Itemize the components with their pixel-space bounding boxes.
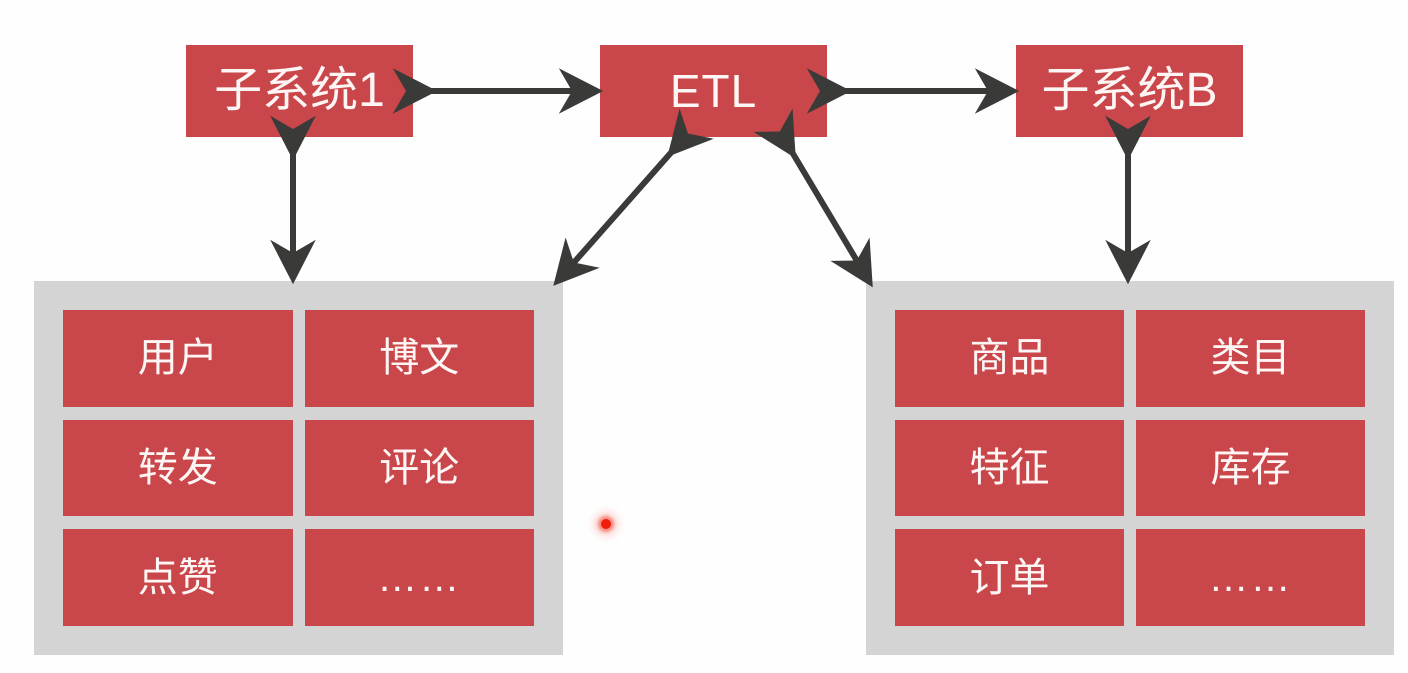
right-store-cell-product[interactable]: 商品 [895,310,1124,407]
group-left-store: 用户 博文 转发 评论 点赞 …… [34,281,563,655]
left-store-cell-more[interactable]: …… [304,529,534,626]
left-store-cell-comment[interactable]: 评论 [304,419,534,517]
cursor-highlight-dot [601,519,611,529]
right-store-cell-category[interactable]: 类目 [1136,310,1365,407]
right-store-cell-order[interactable]: 订单 [895,529,1124,626]
left-store-cell-user-label: 用户 [137,336,218,381]
left-store-cell-like[interactable]: 点赞 [63,529,293,626]
right-store-cell-more-label: …… [1208,555,1293,600]
arrow-etl-right-store [753,108,873,288]
left-store-cell-repost-label: 转发 [137,445,218,490]
left-store-grid: 用户 博文 转发 评论 点赞 …… [63,310,534,626]
right-store-cell-feature-label: 特征 [969,445,1050,490]
left-store-cell-post-label: 博文 [379,336,460,381]
node-etl[interactable]: ETL [600,45,827,137]
right-store-cell-product-label: 商品 [969,336,1050,381]
left-store-cell-post[interactable]: 博文 [304,310,534,407]
node-etl-label: ETL [669,65,758,117]
right-store-cell-inventory[interactable]: 库存 [1136,419,1365,517]
left-store-cell-more-label: …… [377,555,462,600]
node-subsystem1[interactable]: 子系统1 [186,45,413,137]
arrow-etl-left-store [553,108,714,286]
right-store-cell-more[interactable]: …… [1136,529,1365,626]
right-store-cell-feature[interactable]: 特征 [895,419,1124,517]
left-store-cell-user[interactable]: 用户 [63,310,293,407]
right-store-cell-order-label: 订单 [969,555,1050,600]
right-store-cell-inventory-label: 库存 [1210,445,1291,490]
node-subsystem1-label: 子系统1 [214,64,385,117]
right-store-cell-category-label: 类目 [1210,336,1291,381]
right-store-grid: 商品 类目 特征 库存 订单 …… [895,310,1365,626]
group-right-store: 商品 类目 特征 库存 订单 …… [866,281,1394,655]
left-store-cell-like-label: 点赞 [137,555,218,600]
node-subsystem-b[interactable]: 子系统B [1016,45,1243,137]
node-subsystem-b-label: 子系统B [1041,64,1218,117]
left-store-cell-comment-label: 评论 [379,445,460,490]
left-store-cell-repost[interactable]: 转发 [63,419,293,517]
